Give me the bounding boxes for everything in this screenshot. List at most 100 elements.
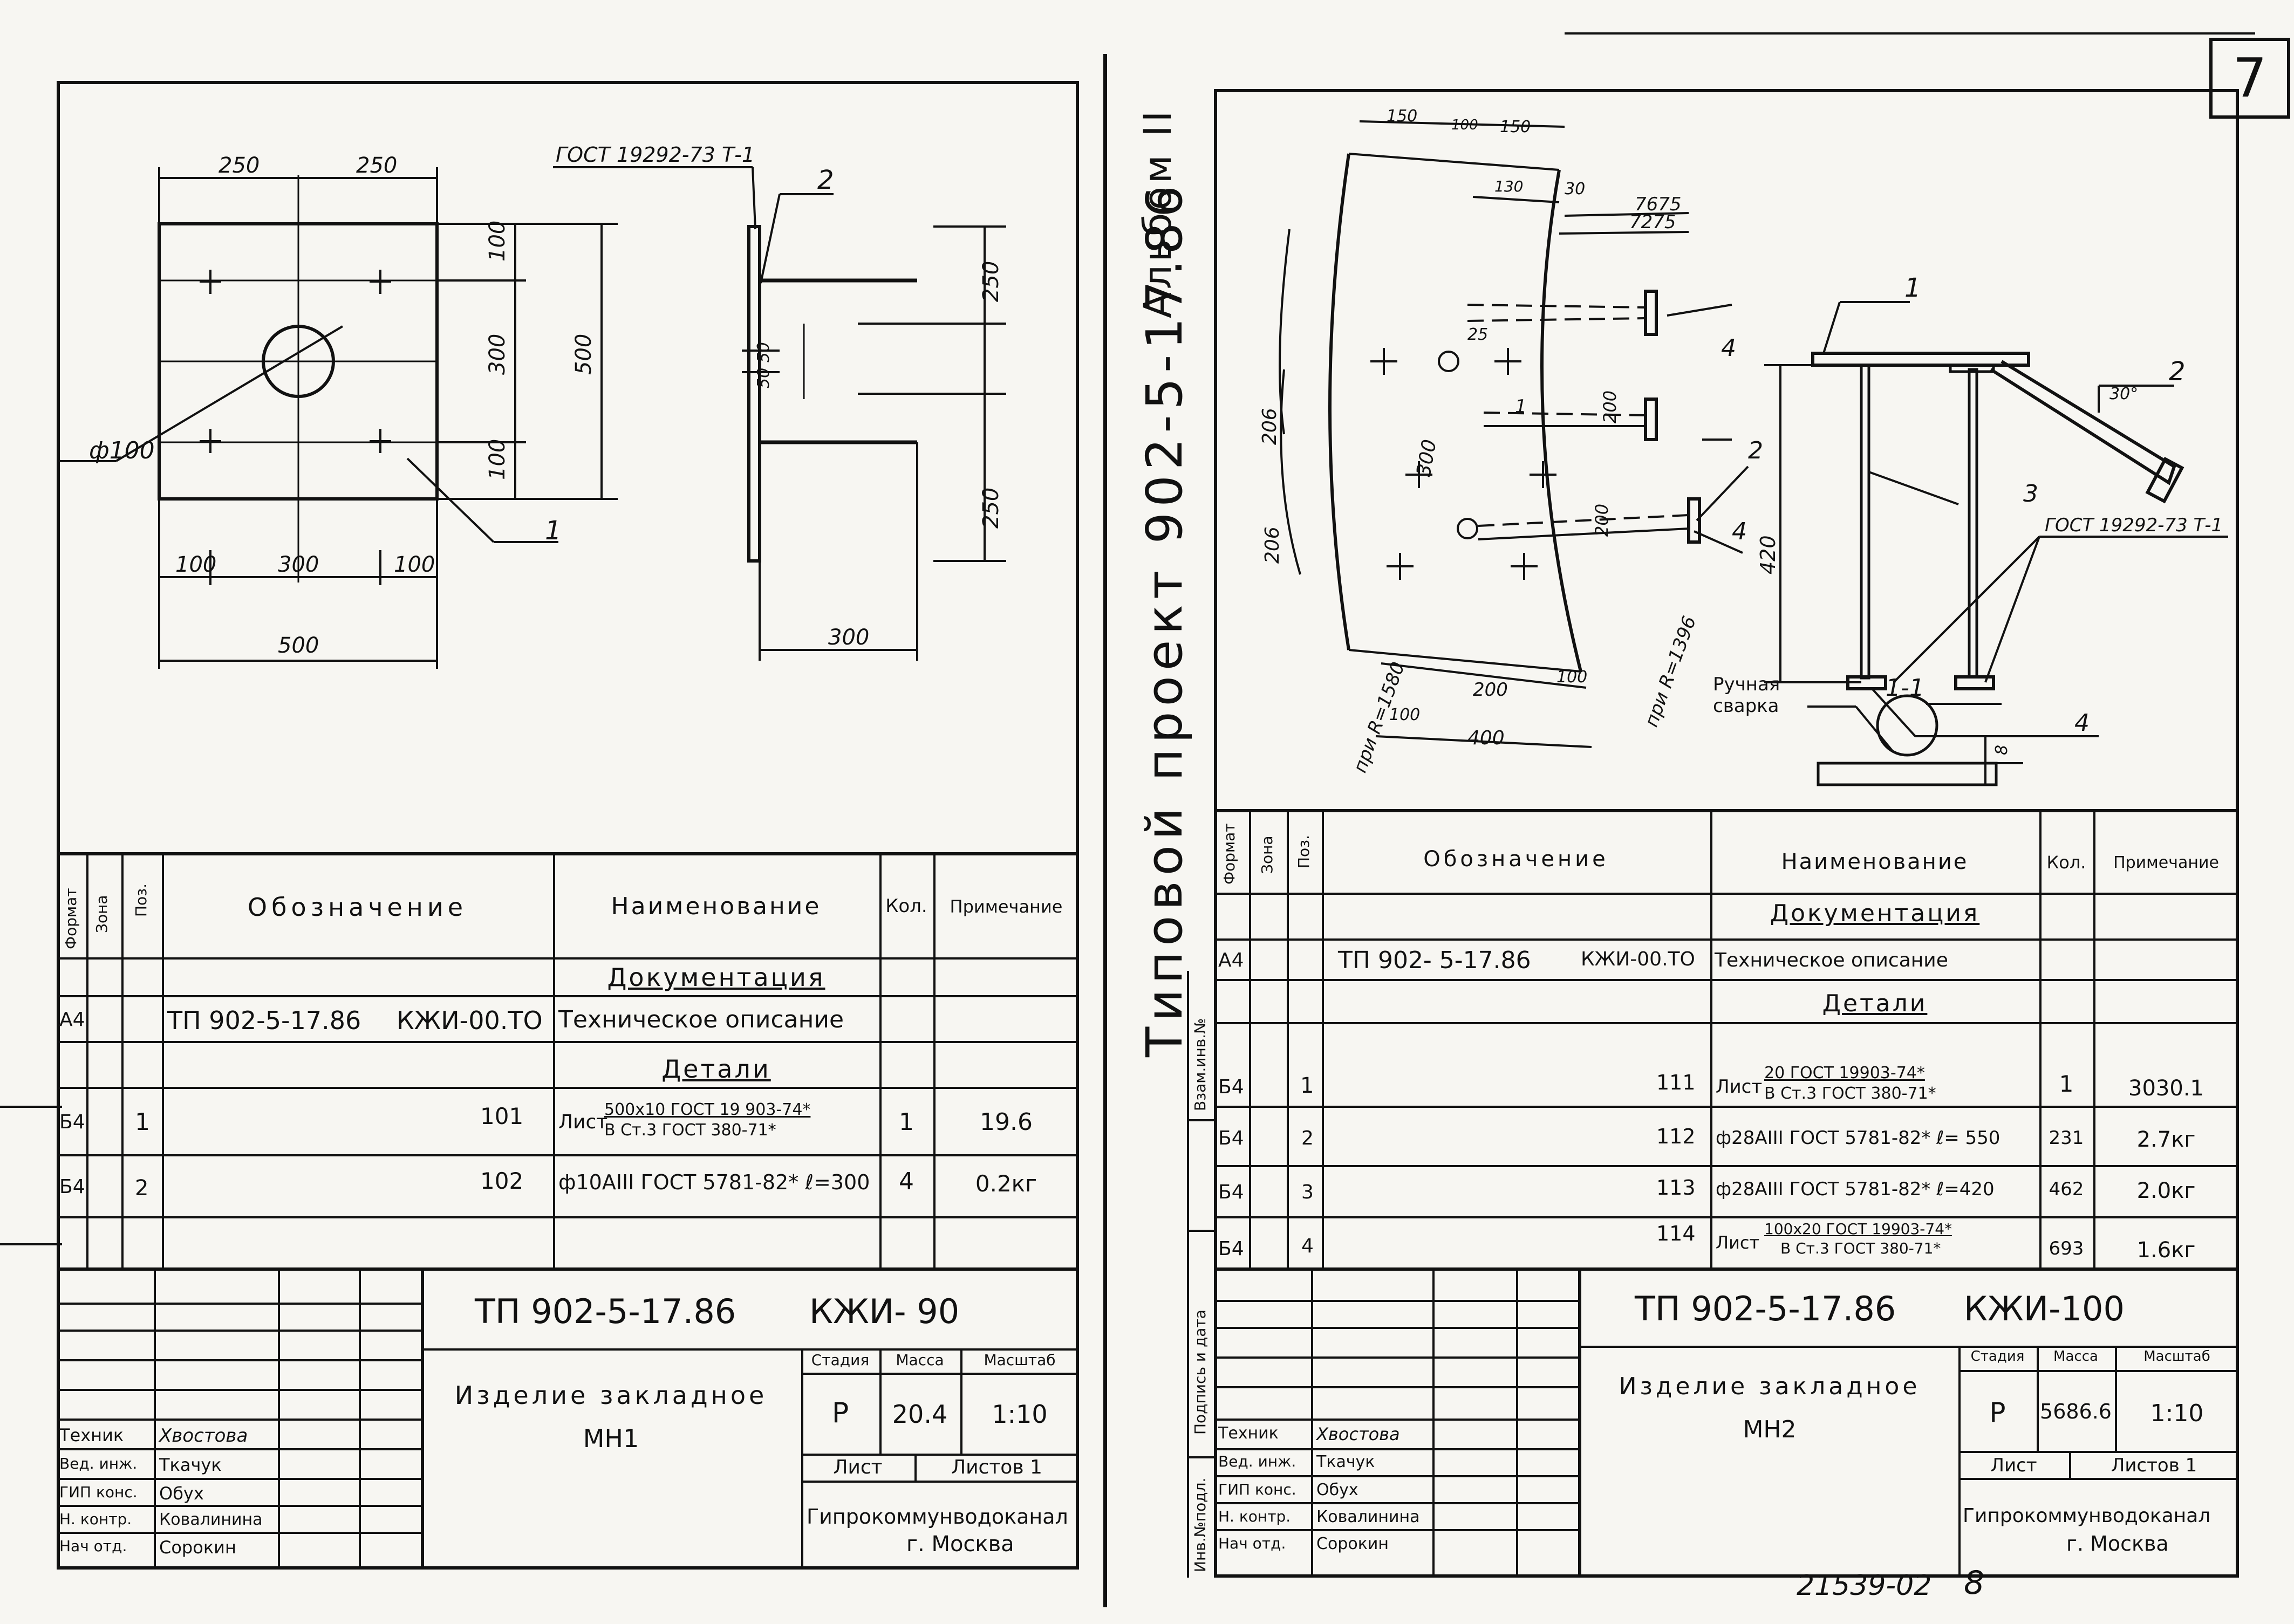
hdr-format: Формат xyxy=(62,888,80,949)
r-weld-label-1: Ручная xyxy=(1713,674,1780,695)
right-city: г. Москва xyxy=(2066,1532,2169,1556)
r-callout-2b: 2 xyxy=(2169,357,2186,387)
r-dim-100: 100 xyxy=(1451,117,1478,133)
left-scale: 1:10 xyxy=(992,1400,1048,1429)
r-callout-2a: 2 xyxy=(1748,437,1763,464)
dim-bottom-a: 100 xyxy=(175,552,216,577)
dim-right-total: 500 xyxy=(571,334,596,375)
right-row3-qty: 462 xyxy=(2049,1178,2084,1200)
right-row2-note: 2.7кг xyxy=(2136,1127,2196,1152)
dim-right-b: 300 xyxy=(485,334,510,375)
r-hdr-zone: Зона xyxy=(1258,835,1276,874)
r-weld-size: 8 xyxy=(1992,745,2011,755)
r-dim-25: 25 xyxy=(1467,325,1488,344)
right-sheet-label: Лист xyxy=(1990,1455,2037,1476)
right-item-mark: МН2 xyxy=(1743,1416,1797,1443)
right-item-title: Изделие закладное xyxy=(1619,1373,1921,1400)
left-row1-code: 101 xyxy=(480,1103,524,1129)
right-row1-name-top: 20 ГОСТ 19903-74* xyxy=(1764,1064,1925,1082)
left-row1-pos: 1 xyxy=(135,1108,150,1136)
right-row1-note: 3030.1 xyxy=(2128,1076,2204,1101)
right-sheet-frame xyxy=(1214,89,2239,1578)
r-dim-200a: 200 xyxy=(1600,390,1620,423)
right-role-2: ГИП конс. xyxy=(1218,1481,1296,1498)
right-row0-code: КЖИ-00.ТО xyxy=(1581,948,1695,970)
r-callout-1: 1 xyxy=(1515,396,1527,417)
right-mass-label: Масса xyxy=(2053,1348,2098,1365)
right-person-2: Обух xyxy=(1316,1481,1358,1499)
right-role-3: Н. контр. xyxy=(1218,1507,1291,1525)
hdr-pos: Поз. xyxy=(132,883,150,917)
r-callout-1b: 1 xyxy=(1904,273,1921,303)
right-row1-qty: 1 xyxy=(2059,1071,2074,1097)
r-angle: 30° xyxy=(2109,385,2138,403)
r-dim-b100a: 100 xyxy=(1389,705,1420,724)
left-row1-name-top: 500х10 ГОСТ 19 903-74* xyxy=(604,1100,811,1119)
right-row4-note: 1.6кг xyxy=(2136,1238,2196,1263)
hdr-note: Примечание xyxy=(950,896,1063,917)
left-person-4: Сорокин xyxy=(159,1537,236,1558)
dim-top-b: 250 xyxy=(356,153,397,178)
r-hdr-designation: Обозначение xyxy=(1423,847,1609,872)
left-row0-designation: ТП 902-5-17.86 xyxy=(167,1006,361,1035)
left-row2-qty: 4 xyxy=(899,1168,914,1195)
left-role-0: Техник xyxy=(59,1425,124,1445)
right-row3-note: 2.0кг xyxy=(2136,1178,2196,1203)
hdr-qty: Кол. xyxy=(885,895,927,917)
r-weld-label-2: сварка xyxy=(1713,695,1779,717)
callout-2: 2 xyxy=(817,165,834,195)
dim-bottom-total: 500 xyxy=(278,633,319,658)
left-row2-code: 102 xyxy=(480,1168,524,1194)
side-dim-a: 250 xyxy=(979,261,1003,302)
side-label-replace: Взам.инв.№ xyxy=(1191,1018,1209,1111)
left-mass: 20.4 xyxy=(892,1400,948,1429)
right-row0-name: Техническое описание xyxy=(1715,949,1948,971)
r-dim-130: 130 xyxy=(1494,177,1523,195)
left-stage-label: Стадия xyxy=(811,1351,870,1369)
r-dim-7675: 7675 xyxy=(1635,194,1682,215)
left-person-1: Ткачук xyxy=(159,1455,222,1475)
left-row1-note: 19.6 xyxy=(980,1108,1033,1136)
dim-right-c: 100 xyxy=(485,439,510,480)
right-row3-name: ф28АIII ГОСТ 5781-82* ℓ=420 xyxy=(1716,1178,1995,1200)
callout-1: 1 xyxy=(545,516,562,546)
right-row0-format: А4 xyxy=(1218,949,1244,971)
right-doc-suffix: КЖИ-100 xyxy=(1964,1289,2125,1328)
right-row1-pos: 1 xyxy=(1300,1073,1314,1098)
right-row1-format: Б4 xyxy=(1218,1076,1244,1098)
r-dim-200b: 200 xyxy=(1592,504,1612,537)
right-section-doc: Документация xyxy=(1770,900,1980,927)
right-scale: 1:10 xyxy=(2150,1400,2204,1427)
right-role-4: Нач отд. xyxy=(1218,1534,1286,1552)
r-hdr-qty: Кол. xyxy=(2046,852,2086,873)
left-org: Гипрокоммунводоканал xyxy=(807,1505,1068,1529)
left-section-doc: Документация xyxy=(607,963,825,992)
right-row4-qty: 693 xyxy=(2049,1238,2084,1259)
right-row1-name-sub: В Ст.3 ГОСТ 380-71* xyxy=(1764,1084,1936,1103)
r-callout-4a: 4 xyxy=(1721,334,1736,362)
left-row0-format: А4 xyxy=(59,1009,85,1031)
right-drawing: 150 100 150 130 30 7675 7275 25 206 206 … xyxy=(1259,107,2228,786)
right-scale-label: Масштаб xyxy=(2143,1348,2210,1365)
r-dim-150b: 150 xyxy=(1500,118,1531,136)
right-person-0: Хвостова xyxy=(1316,1424,1400,1444)
hdr-designation: Обозначение xyxy=(247,893,468,922)
right-org: Гипрокоммунводоканал xyxy=(1963,1505,2211,1527)
r-dim-420: 420 xyxy=(1756,535,1780,574)
project-title: Типовой проект 902-5-17.86 xyxy=(1136,180,1193,1057)
left-sheet-frame xyxy=(57,81,1079,1570)
right-section-parts: Детали xyxy=(1822,990,1928,1017)
left-role-4: Нач отд. xyxy=(59,1537,127,1555)
left-person-0: Хвостова xyxy=(159,1425,248,1447)
right-row3-format: Б4 xyxy=(1218,1181,1244,1203)
left-row0-code: КЖИ-00.ТО xyxy=(397,1006,543,1035)
right-row2-name: ф28АIII ГОСТ 5781-82* ℓ= 550 xyxy=(1716,1127,2001,1149)
left-sheets-label: Листов 1 xyxy=(951,1456,1042,1478)
left-role-1: Вед. инж. xyxy=(59,1455,138,1472)
center-fold-line xyxy=(1103,54,1107,1607)
left-row1-format: Б4 xyxy=(59,1111,85,1133)
bottom-page: 8 xyxy=(1964,1564,1985,1602)
r-hdr-note: Примечание xyxy=(2113,853,2219,872)
r-dim-30: 30 xyxy=(1565,180,1585,198)
right-row1-name: Лист xyxy=(1716,1076,1763,1098)
